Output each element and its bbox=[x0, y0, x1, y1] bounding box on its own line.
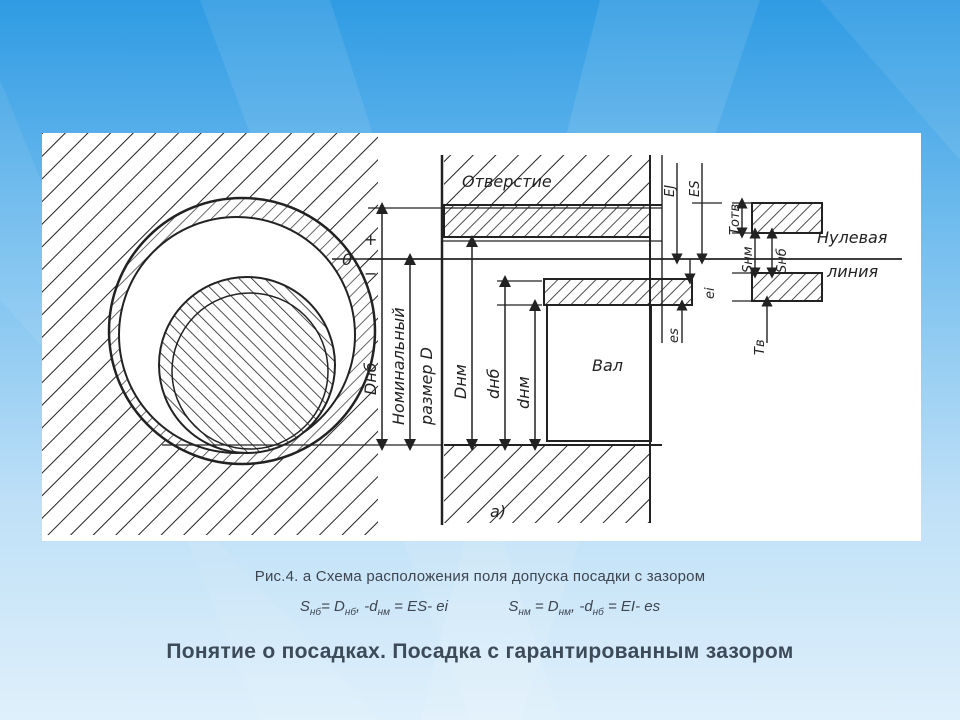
slide-title: Понятие о посадках. Посадка с гарантиров… bbox=[166, 640, 794, 663]
fit-formulas: Sнб= Dнб, -dнм = ES- ei Sнм = Dнм, -dнб … bbox=[0, 598, 960, 618]
label-T-hole: Tотв bbox=[728, 204, 743, 235]
label-S-max: Sнб bbox=[775, 248, 790, 273]
longitudinal-view bbox=[440, 155, 693, 525]
label-shaft: Вал bbox=[592, 356, 623, 375]
label-D-min: Dнм bbox=[451, 364, 470, 399]
formula-max-clearance: Sнб= Dнб, -dнм = ES- ei bbox=[299, 598, 448, 618]
cross-section-view bbox=[42, 133, 442, 535]
formula-min-clearance: Sнм = Dнм, -dнб = EI- es bbox=[508, 598, 661, 618]
label-es: es bbox=[667, 328, 682, 343]
label-zero-line-a: Нулевая bbox=[817, 228, 888, 247]
label-hole: Отверстие bbox=[462, 172, 552, 191]
label-ei: ei bbox=[703, 287, 718, 299]
label-zero-line-b: линия bbox=[826, 262, 878, 281]
label-ES: ES bbox=[688, 181, 703, 197]
label-S-min: Sнм bbox=[741, 246, 756, 273]
tolerance-scheme bbox=[332, 163, 902, 343]
fit-diagram: Отверстие Вал Нулевая линия 0 + − EJ ES … bbox=[42, 133, 902, 535]
label-EJ: EJ bbox=[663, 185, 678, 197]
label-subfigure: а) bbox=[490, 502, 506, 521]
label-minus: − bbox=[364, 264, 377, 283]
label-nominal-a: Номинальный bbox=[389, 307, 408, 425]
label-zero: 0 bbox=[342, 250, 352, 269]
figure-caption: Рис.4. а Схема расположения поля допуска… bbox=[254, 568, 706, 585]
fit-diagram-figure: Отверстие Вал Нулевая линия 0 + − EJ ES … bbox=[42, 133, 921, 541]
label-plus: + bbox=[364, 230, 377, 249]
label-D-max: Dнб bbox=[361, 362, 380, 395]
label-d-max: dнб bbox=[484, 368, 503, 399]
label-nominal-b: размер D bbox=[417, 347, 436, 426]
label-T-shaft: Tв bbox=[753, 339, 768, 355]
label-d-min: dнм bbox=[514, 376, 533, 409]
diagram-labels: Отверстие Вал Нулевая линия 0 + − EJ ES … bbox=[342, 172, 888, 521]
